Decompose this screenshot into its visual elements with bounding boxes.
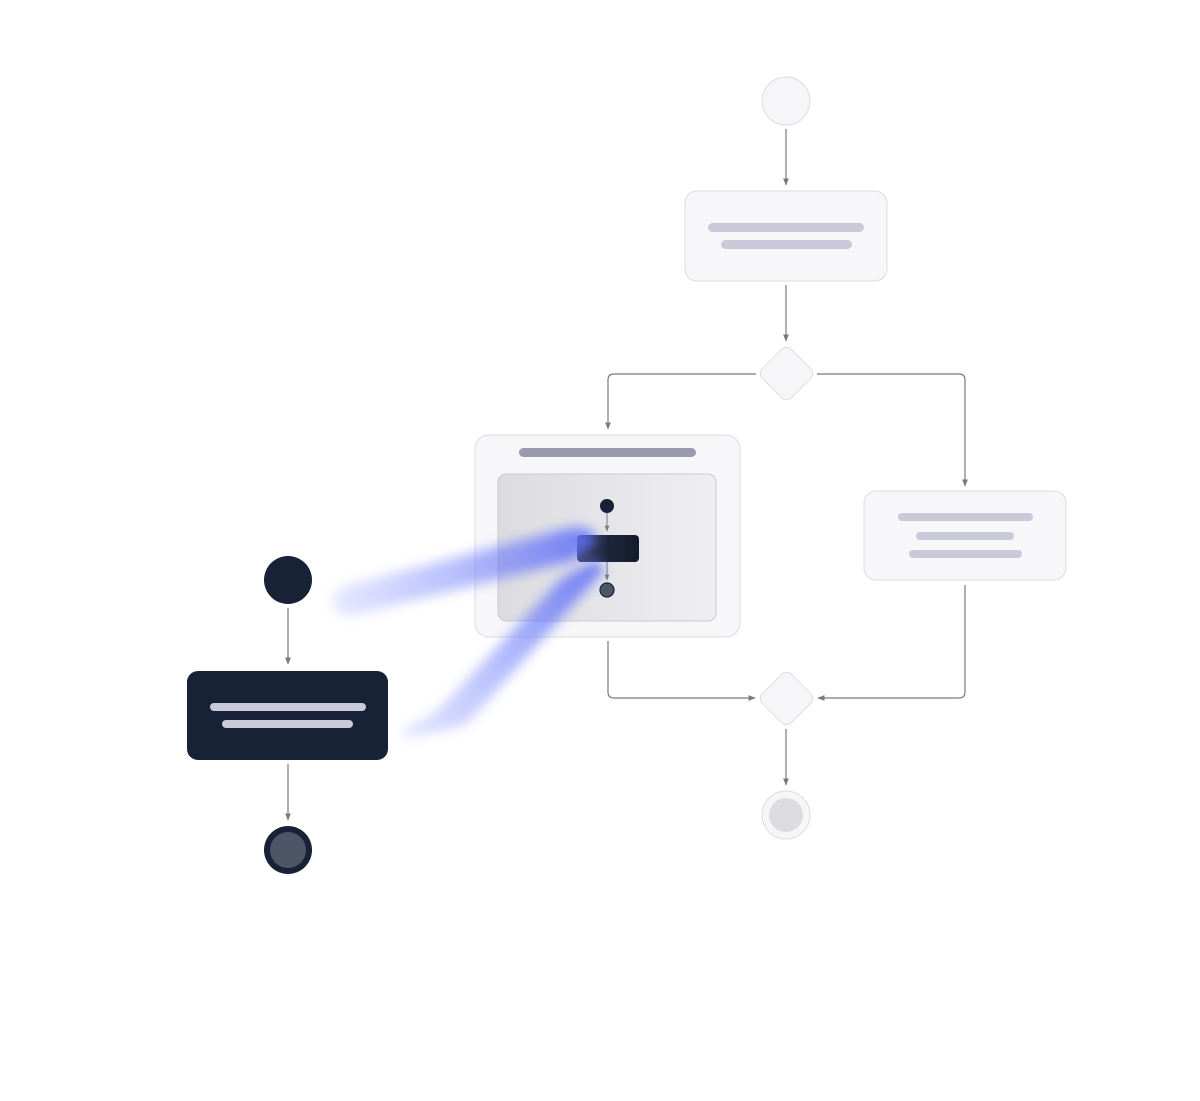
main-flow-edges <box>605 129 968 786</box>
placeholder-line <box>909 550 1022 558</box>
composite-title-line <box>519 448 696 457</box>
composite-state-node <box>474 434 741 638</box>
edge-composite-to-merge <box>607 641 756 701</box>
inner-start-dot <box>600 499 614 513</box>
zoom-end-node <box>264 826 312 874</box>
zoom-beam-upper <box>332 527 598 615</box>
edge-decision-to-action-2 <box>817 373 968 487</box>
action-node-1 <box>684 190 888 282</box>
placeholder-line <box>210 703 366 711</box>
zoom-start-node <box>264 556 312 604</box>
zoom-action-node <box>187 671 388 760</box>
edge-decision-to-composite <box>605 373 756 430</box>
placeholder-line <box>898 513 1033 521</box>
decision-node <box>759 346 814 401</box>
placeholder-line <box>916 532 1014 540</box>
start-node <box>761 76 811 126</box>
zoomed-flow <box>187 556 388 874</box>
edge-action-2-to-merge <box>817 585 966 701</box>
placeholder-line <box>721 240 852 249</box>
main-flow <box>474 76 1067 840</box>
action-node-2 <box>863 490 1067 581</box>
placeholder-line <box>708 223 864 232</box>
zoom-beam-lower <box>404 560 604 738</box>
zoom-beams <box>332 527 604 738</box>
placeholder-line <box>222 720 353 728</box>
end-node <box>761 790 811 840</box>
merge-node <box>759 671 814 726</box>
inner-end-dot <box>599 582 615 598</box>
